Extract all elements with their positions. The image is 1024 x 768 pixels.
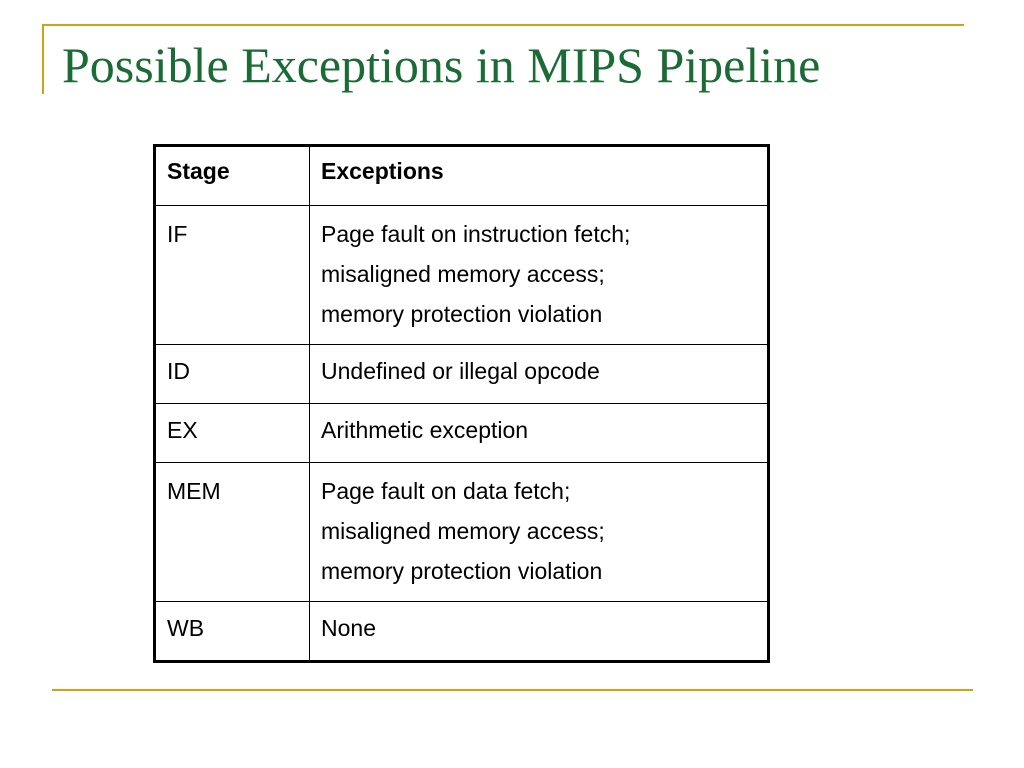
exception-line: misaligned memory access; [321,518,605,544]
exception-line: memory protection violation [321,558,603,584]
exception-line: Page fault on data fetch; [321,478,571,504]
exception-line: Arithmetic exception [321,417,529,443]
table-row: IF Page fault on instruction fetch; misa… [154,205,769,345]
stage-cell: IF [154,205,310,345]
exceptions-table: Stage Exceptions IF Page fault on instru… [153,144,770,663]
stage-cell: MEM [154,462,310,602]
title-rule-left [42,24,44,94]
exception-line: memory protection violation [321,301,603,327]
exception-line: Page fault on instruction fetch; [321,221,631,247]
table-row: EX Arithmetic exception [154,403,769,463]
exception-line: misaligned memory access; [321,261,605,287]
stage-cell: ID [154,344,310,404]
stage-cell: EX [154,403,310,463]
title-rule-top [42,24,964,26]
exceptions-cell: Undefined or illegal opcode [309,344,769,404]
table-header-row: Stage Exceptions [154,145,769,206]
exception-line: None [321,615,376,641]
stage-cell: WB [154,601,310,662]
exception-line: Undefined or illegal opcode [321,358,600,384]
table-row: ID Undefined or illegal opcode [154,344,769,404]
header-stage: Stage [154,145,310,206]
exceptions-cell: Page fault on data fetch; misaligned mem… [309,462,769,602]
table-row: MEM Page fault on data fetch; misaligned… [154,462,769,602]
header-exceptions: Exceptions [309,145,769,206]
exceptions-cell: Arithmetic exception [309,403,769,463]
slide-title: Possible Exceptions in MIPS Pipeline [62,37,821,93]
footer-rule [52,689,973,691]
exceptions-cell: Page fault on instruction fetch; misalig… [309,205,769,345]
exceptions-cell: None [309,601,769,662]
table-row: WB None [154,601,769,662]
